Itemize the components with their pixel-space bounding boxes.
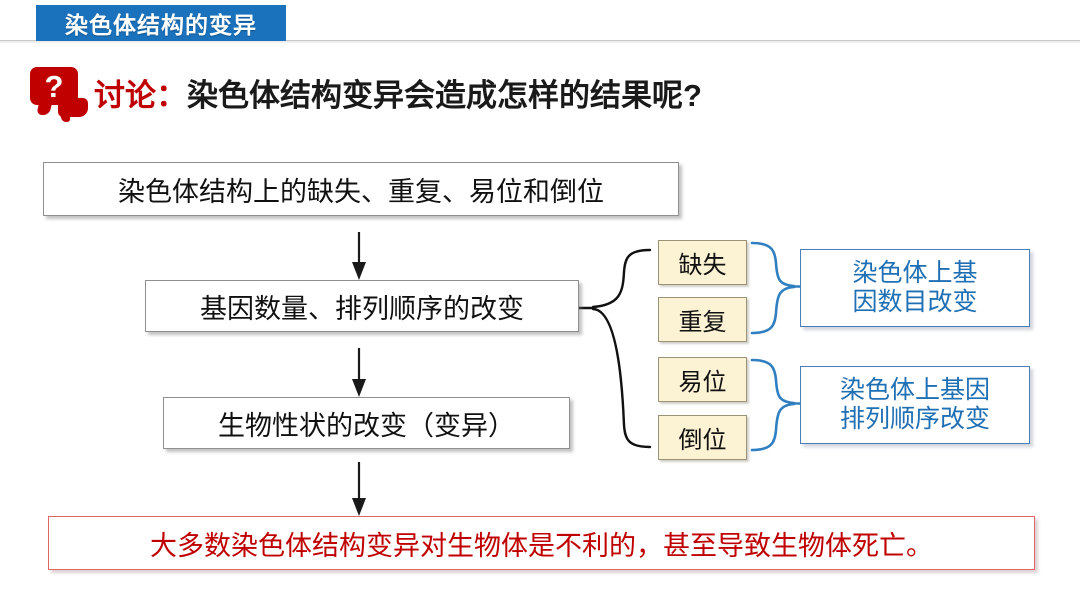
blue-brace-upper bbox=[750, 241, 802, 335]
question-mark-glyph: ? bbox=[44, 68, 64, 104]
blue-brace-lower bbox=[750, 358, 802, 452]
result-line-2: 排列顺序改变 bbox=[839, 406, 990, 433]
result-line-2: 因数目改变 bbox=[852, 289, 978, 316]
type-box-deletion: 缺失 bbox=[658, 240, 747, 285]
page-title-lead: 讨论： bbox=[94, 77, 187, 113]
conclusion-box: 大多数染色体结构变异对生物体是不利的，甚至导致生物体死亡。 bbox=[48, 516, 1035, 570]
header-divider bbox=[0, 40, 1080, 43]
black-brace bbox=[575, 248, 652, 449]
type-box-inversion: 倒位 bbox=[658, 415, 747, 460]
page-title-rest: 染色体结构变异会造成怎样的结果呢? bbox=[187, 77, 702, 113]
flow-box-top: 染色体结构上的缺失、重复、易位和倒位 bbox=[43, 162, 679, 216]
arrow-mid-to-low bbox=[352, 348, 366, 397]
arrow-top-to-mid bbox=[352, 232, 366, 280]
question-speech-bubble-icon: ? bbox=[28, 64, 90, 122]
flow-box-middle: 基因数量、排列顺序的改变 bbox=[145, 280, 579, 332]
header-tab: 染色体结构的变异 bbox=[36, 5, 286, 41]
type-box-duplication: 重复 bbox=[658, 297, 747, 342]
flow-box-lower: 生物性状的改变（变异） bbox=[163, 397, 570, 449]
result-box-gene-order: 染色体上基因 排列顺序改变 bbox=[800, 366, 1030, 444]
result-line-1: 染色体上基 bbox=[852, 259, 978, 287]
page-title: 讨论：染色体结构变异会造成怎样的结果呢? bbox=[94, 70, 702, 115]
discussion-title-row: ? 讨论：染色体结构变异会造成怎样的结果呢? bbox=[28, 60, 702, 124]
arrow-low-to-conclusion bbox=[352, 462, 366, 516]
type-box-translocation: 易位 bbox=[658, 357, 747, 402]
result-line-1: 染色体上基因 bbox=[839, 376, 990, 404]
header-tab-label: 染色体结构的变异 bbox=[65, 12, 257, 38]
result-box-gene-number: 染色体上基 因数目改变 bbox=[800, 249, 1030, 327]
